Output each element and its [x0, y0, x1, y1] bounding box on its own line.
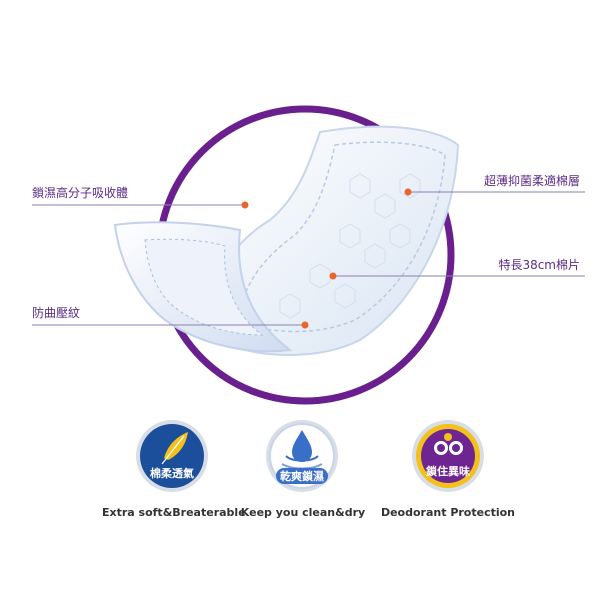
feature-label-soft: Extra soft&Breaterable	[102, 506, 246, 519]
callout-left-bottom: 防曲壓紋	[32, 306, 81, 320]
feature-badge-soft: 棉柔透氣	[136, 420, 208, 492]
feature-badge-deodorant: 鎖住異味	[412, 420, 484, 492]
pad-body	[211, 125, 460, 356]
hex-pattern	[279, 173, 421, 319]
callout-dot-right-top	[404, 188, 412, 196]
callout-dot-right-middle	[329, 272, 337, 280]
callout-dot-left-top	[241, 201, 249, 209]
callout-right-middle: 特長38cm棉片	[498, 258, 580, 272]
feature-badge-dry-text: 乾爽鎖濕	[280, 469, 324, 483]
callout-right-top: 超薄抑菌柔適棉層	[483, 174, 580, 188]
feature-badge-dry: 乾爽鎖濕	[266, 420, 338, 492]
feature-label-dry: Keep you clean&dry	[240, 506, 366, 519]
feature-badge-soft-text: 棉柔透氣	[150, 466, 194, 480]
feature-label-deodorant: Deodorant Protection	[380, 506, 516, 519]
pad-wing-print	[144, 238, 264, 336]
feather-icon	[161, 432, 188, 465]
callout-left-top: 鎖濕高分子吸收體	[32, 186, 129, 200]
callout-dot-left-bottom	[301, 321, 309, 329]
pad-inner-core	[239, 141, 446, 333]
feature-badge-deodorant-text: 鎖住異味	[426, 464, 470, 478]
deodorant-icon	[434, 433, 463, 455]
